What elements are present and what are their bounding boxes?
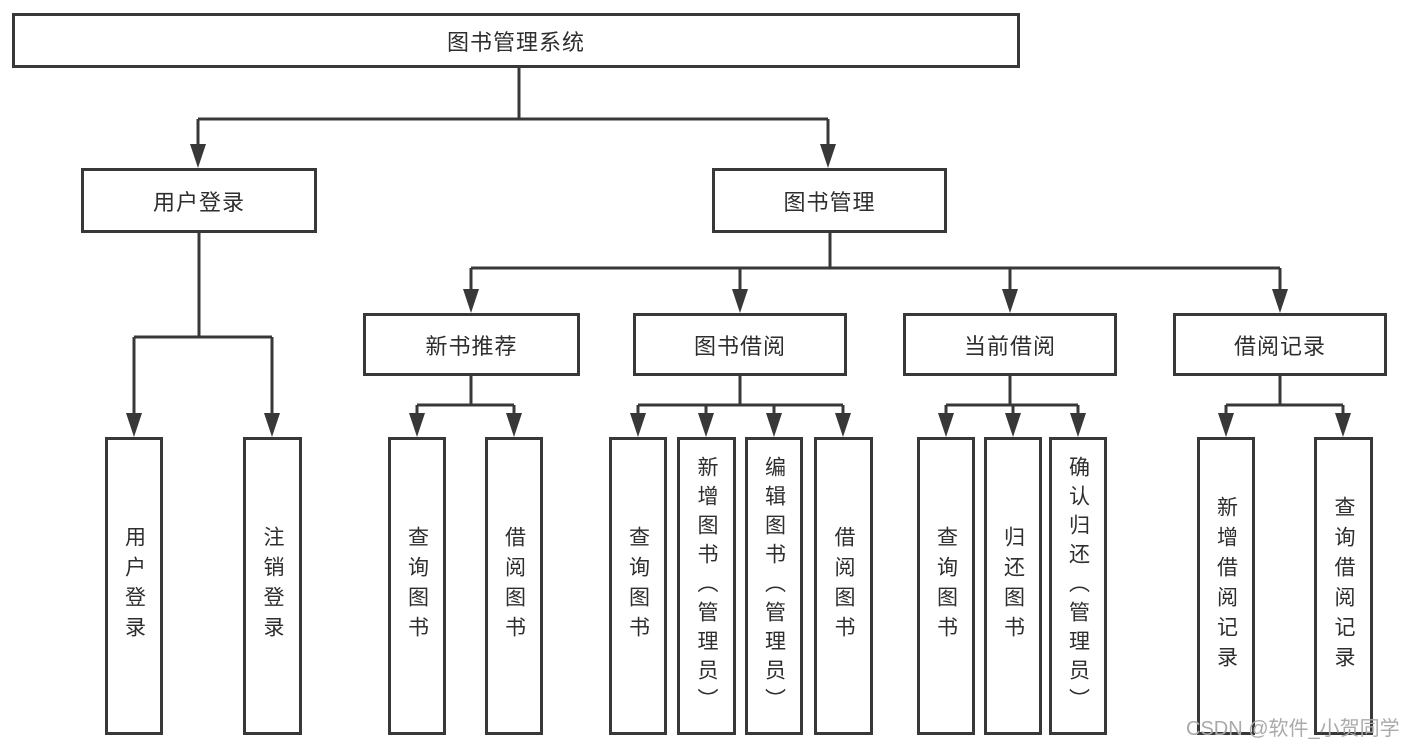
group-book-borrowing: 图书借阅 (633, 313, 847, 376)
leaf-edit-books-admin: 编辑图书（管理员） (745, 437, 803, 735)
leaf-query-books-current: 查询图书 (917, 437, 975, 735)
leaf-query-books-recommend: 查询图书 (388, 437, 446, 735)
group-borrow-records: 借阅记录 (1173, 313, 1387, 376)
group-current-borrowing: 当前借阅 (903, 313, 1117, 376)
arrow-down-icons (126, 144, 1351, 437)
leaf-return-books: 归还图书 (984, 437, 1042, 735)
leaf-borrow-books: 借阅图书 (814, 437, 873, 735)
branch-user-login: 用户登录 (81, 168, 317, 233)
branch-book-management: 图书管理 (712, 168, 947, 233)
group-new-book-recommend: 新书推荐 (363, 313, 580, 376)
leaf-query-books-borrowing: 查询图书 (609, 437, 667, 735)
leaf-borrow-books-recommend: 借阅图书 (485, 437, 543, 735)
csdn-watermark: CSDN @软件_小贺同学 (1186, 718, 1400, 740)
leaf-add-books-admin: 新增图书（管理员） (677, 437, 736, 735)
leaf-logout: 注销登录 (243, 437, 302, 735)
leaf-add-borrow-record: 新增借阅记录 (1197, 437, 1255, 735)
leaf-query-borrow-record: 查询借阅记录 (1314, 437, 1373, 735)
root-node-library-management-system: 图书管理系统 (12, 13, 1020, 68)
leaf-confirm-return-admin: 确认归还（管理员） (1049, 437, 1107, 735)
leaf-user-login: 用户登录 (105, 437, 163, 735)
